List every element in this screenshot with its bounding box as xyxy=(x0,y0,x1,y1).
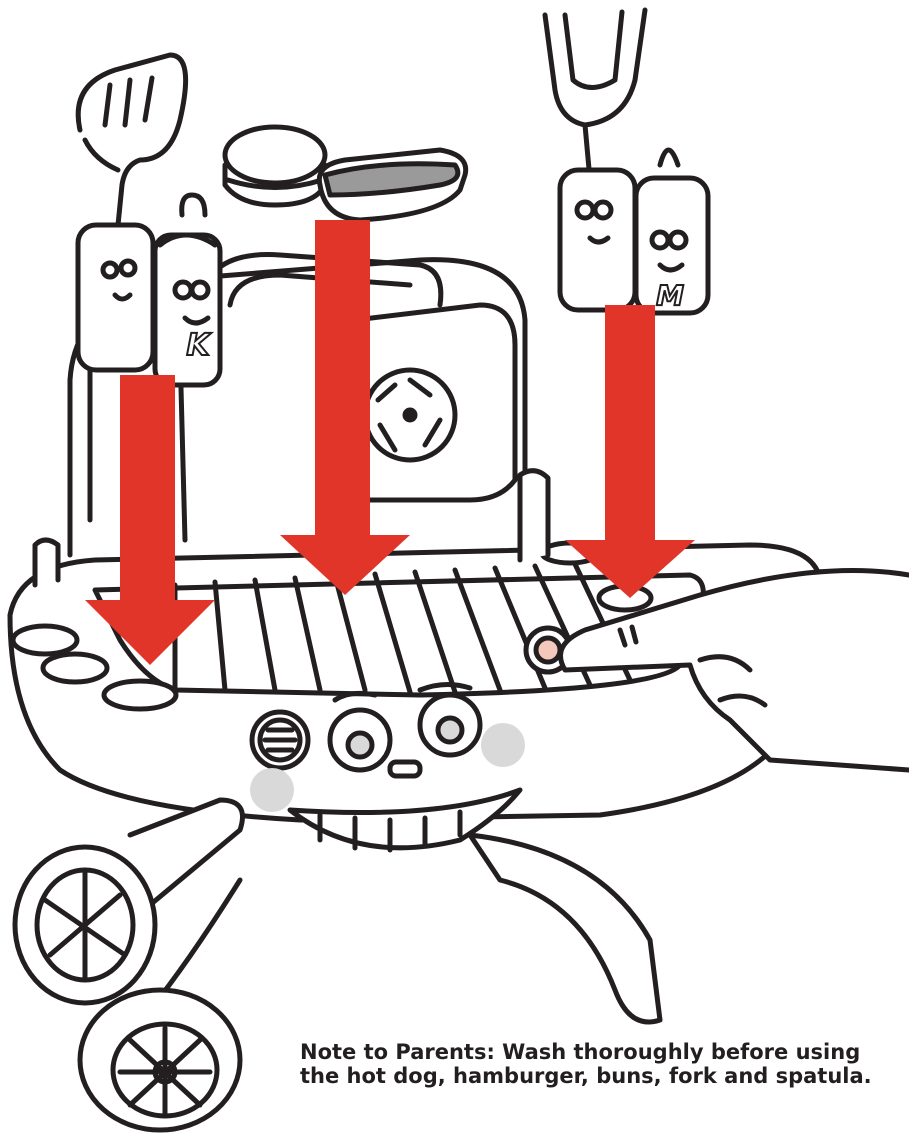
down-arrow-right xyxy=(565,305,695,598)
ketchup-letter: K xyxy=(186,328,212,363)
mustard-bottle xyxy=(633,147,711,316)
down-arrow-left xyxy=(85,375,215,665)
grill-knob xyxy=(249,709,311,771)
bottle-left xyxy=(75,222,156,373)
parents-note-line-2: the hot dog, hamburger, buns, fork and s… xyxy=(300,1064,872,1088)
ketchup-bottle xyxy=(152,192,223,388)
mustard-letter: M xyxy=(656,279,684,312)
hand-pointer xyxy=(558,568,909,773)
grill-face xyxy=(250,682,525,853)
parents-note-line-1: Note to Parents: Wash thoroughly before … xyxy=(300,1040,861,1064)
bottle-right xyxy=(557,167,638,313)
burger xyxy=(222,124,328,208)
spatula xyxy=(75,52,189,228)
grill-body xyxy=(7,468,824,823)
down-arrow-center xyxy=(280,220,410,595)
parents-note: Note to Parents: Wash thoroughly before … xyxy=(300,1040,900,1088)
wheel-bottom xyxy=(77,987,243,1133)
hot-dog xyxy=(316,147,469,223)
wheel-top xyxy=(12,844,158,1006)
fork xyxy=(542,7,648,183)
